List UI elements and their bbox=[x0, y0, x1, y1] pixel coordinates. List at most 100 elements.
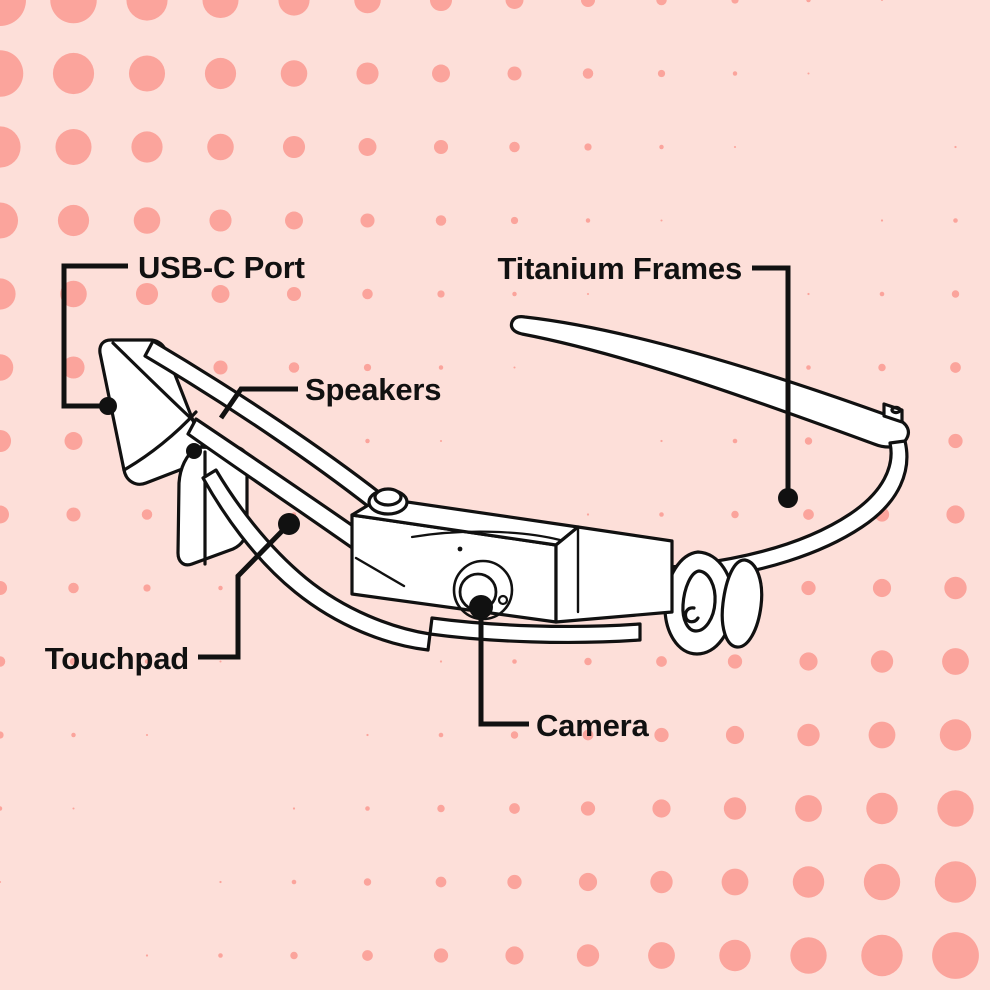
halftone-dot bbox=[932, 932, 979, 979]
halftone-dot bbox=[211, 285, 230, 303]
halftone-dot bbox=[946, 505, 965, 524]
halftone-dot bbox=[660, 439, 663, 443]
halftone-dot bbox=[218, 953, 223, 958]
camera-mic-hole bbox=[497, 594, 509, 606]
halftone-dot bbox=[362, 950, 373, 961]
halftone-dot bbox=[68, 582, 79, 594]
halftone-dot bbox=[719, 939, 751, 972]
halftone-dot bbox=[209, 209, 232, 232]
halftone-dot bbox=[0, 278, 16, 310]
halftone-dot bbox=[510, 216, 519, 225]
halftone-dot bbox=[439, 439, 443, 443]
halftone-dot bbox=[585, 218, 591, 223]
halftone-dot bbox=[731, 0, 739, 4]
halftone-dot bbox=[0, 806, 3, 811]
callout-label-titanium-frames: Titanium Frames bbox=[497, 251, 742, 286]
ear-lobe-curl bbox=[683, 606, 700, 624]
halftone-dot bbox=[732, 438, 738, 444]
halftone-dot bbox=[512, 291, 517, 297]
halftone-dot bbox=[0, 0, 26, 26]
halftone-dot bbox=[52, 52, 95, 95]
rear-battery-module bbox=[554, 525, 674, 624]
halftone-dot bbox=[0, 202, 19, 239]
halftone-dot bbox=[868, 721, 896, 749]
halftone-dot bbox=[219, 880, 222, 884]
power-button-top bbox=[373, 487, 403, 507]
halftone-dot bbox=[288, 362, 300, 373]
temple-hinge-screw bbox=[890, 405, 902, 415]
halftone-dot bbox=[278, 0, 310, 16]
halftone-dot bbox=[0, 731, 4, 739]
halftone-dot bbox=[660, 219, 663, 222]
halftone-dot bbox=[879, 291, 885, 297]
halftone-dot bbox=[363, 363, 372, 372]
halftone-dot bbox=[290, 951, 298, 960]
halftone-dot bbox=[0, 580, 8, 596]
halftone-dot bbox=[801, 580, 816, 596]
halftone-dot bbox=[433, 139, 449, 155]
halftone-dot bbox=[366, 733, 369, 737]
callout-usb-c-port[interactable]: USB-C Port bbox=[61, 250, 305, 415]
halftone-dot bbox=[804, 437, 813, 445]
halftone-dot bbox=[725, 725, 745, 745]
callout-touchpad[interactable]: Touchpad bbox=[45, 513, 300, 676]
halftone-dot bbox=[654, 727, 669, 743]
smart-glasses-illustration bbox=[98, 315, 910, 656]
halftone-dot bbox=[131, 131, 163, 163]
halftone-dot bbox=[0, 880, 2, 884]
halftone-dot bbox=[731, 510, 739, 519]
halftone-dot bbox=[944, 576, 967, 600]
halftone-dot bbox=[878, 363, 886, 372]
halftone-dot bbox=[807, 72, 810, 75]
halftone-dot bbox=[64, 432, 83, 450]
titanium-temple-arm-far bbox=[509, 315, 910, 449]
halftone-dot bbox=[213, 360, 228, 375]
callout-titanium-frames[interactable]: Titanium Frames bbox=[497, 251, 798, 508]
halftone-dot bbox=[578, 872, 598, 892]
halftone-dot bbox=[435, 876, 447, 888]
halftone-dot bbox=[797, 723, 820, 747]
halftone-dot bbox=[0, 126, 21, 168]
halftone-dot bbox=[657, 69, 666, 78]
halftone-dot bbox=[50, 0, 97, 24]
halftone-dot bbox=[435, 215, 447, 226]
halftone-dot bbox=[866, 792, 898, 825]
leader-line-usb-c-port bbox=[61, 263, 128, 409]
halftone-dot bbox=[66, 507, 81, 522]
halftone-dot bbox=[880, 0, 884, 2]
halftone-dot bbox=[880, 219, 884, 222]
halftone-dot bbox=[0, 50, 24, 97]
halftone-dot bbox=[144, 659, 150, 664]
halftone-dot bbox=[580, 801, 596, 816]
halftone-dot bbox=[145, 954, 149, 957]
halftone-dot bbox=[438, 732, 444, 738]
halftone-dot bbox=[285, 211, 303, 230]
halftone-dot bbox=[721, 868, 749, 896]
electronics-body-inner-groove bbox=[410, 530, 562, 542]
halftone-dot bbox=[870, 650, 894, 673]
halftone-dot bbox=[954, 145, 957, 149]
callout-label-touchpad: Touchpad bbox=[45, 641, 189, 676]
halftone-dot bbox=[586, 513, 590, 516]
halftone-dot bbox=[799, 652, 818, 671]
halftone-dot bbox=[432, 64, 450, 83]
halftone-dot bbox=[806, 365, 811, 370]
halftone-dot bbox=[512, 659, 517, 664]
callout-label-usb-c-port: USB-C Port bbox=[138, 250, 305, 285]
halftone-dot bbox=[0, 656, 6, 667]
halftone-dot bbox=[202, 0, 239, 19]
halftone-dot bbox=[648, 942, 675, 969]
callout-speakers[interactable]: Speakers bbox=[218, 372, 441, 420]
halftone-dot bbox=[55, 128, 92, 166]
callout-camera[interactable]: Camera bbox=[469, 595, 650, 743]
halftone-dot bbox=[934, 861, 977, 903]
halftone-dot bbox=[207, 133, 234, 161]
halftone-dot bbox=[953, 218, 958, 223]
halftone-dot bbox=[723, 797, 747, 820]
halftone-dot bbox=[937, 790, 974, 827]
halftone-dot bbox=[360, 213, 375, 228]
halftone-dot bbox=[437, 290, 445, 298]
display-prism-edge-2 bbox=[122, 410, 198, 472]
halftone-dot bbox=[292, 807, 296, 810]
